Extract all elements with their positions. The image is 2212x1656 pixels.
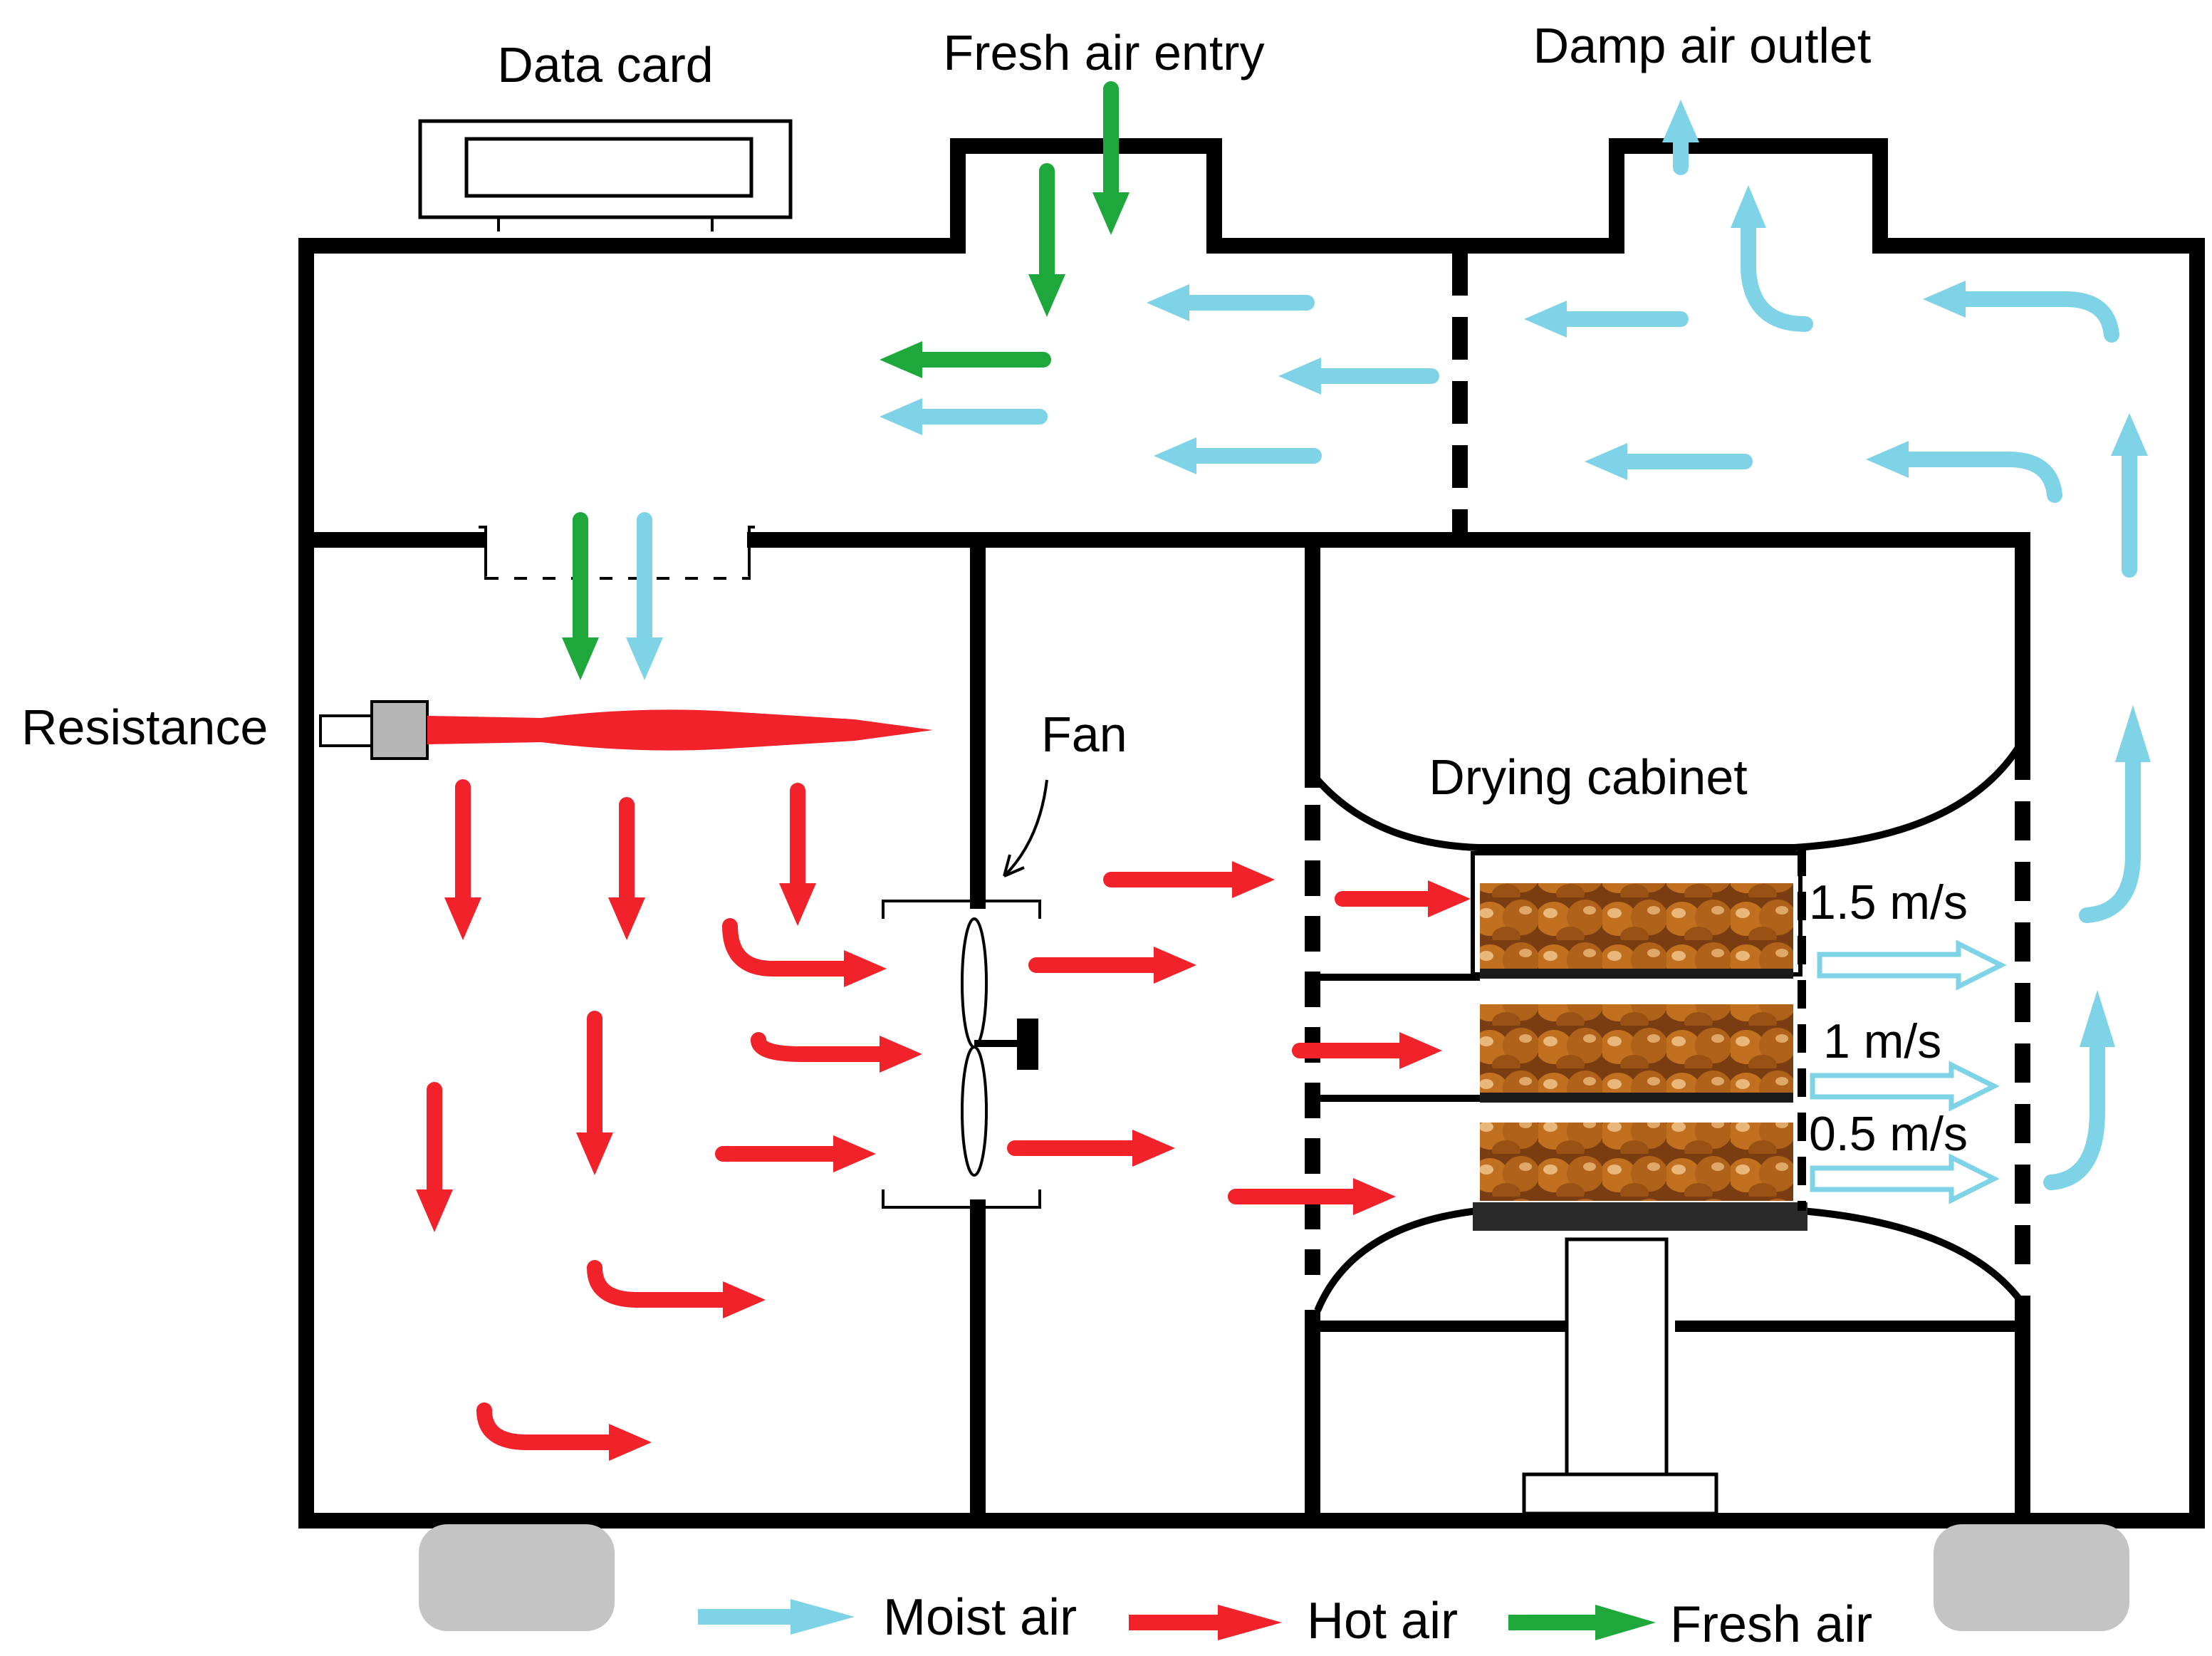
moist-air-arrow <box>2079 740 2141 923</box>
hot-air-arrow-head <box>416 1189 453 1232</box>
hot-air-arrow <box>751 1032 902 1062</box>
legend: Moist air Hot air Fresh air <box>698 1589 1872 1653</box>
intake-duct <box>479 526 755 580</box>
hot-air-arrow-head <box>1132 1130 1175 1167</box>
hot-air-arrow-head <box>1154 947 1196 984</box>
moist-air-arrow-head <box>1585 443 1627 480</box>
data-card-label: Data card <box>497 37 713 93</box>
fresh-air-arrow-head <box>1092 192 1130 235</box>
housing-foot <box>1934 1524 2129 1631</box>
housing-outline <box>298 138 2205 1529</box>
moist-air-arrow-head <box>1866 441 1909 478</box>
fresh-air-arrow-head <box>880 341 922 378</box>
legend-label: Moist air <box>883 1589 1077 1646</box>
hot-air-arrow <box>587 1260 745 1308</box>
moist-air-arrow <box>1741 206 1813 332</box>
heating-resistance-icon <box>319 700 933 760</box>
fan-label: Fan <box>1041 707 1127 762</box>
legend-fresh-air-swatch <box>1508 1605 1656 1640</box>
moist-air-arrow-head <box>2080 990 2115 1047</box>
moist-air-arrow <box>1944 291 2119 343</box>
hot-air-arrow-head <box>1428 880 1471 917</box>
hot-air-arrow-head <box>844 950 887 987</box>
resistance-label: Resistance <box>21 699 268 755</box>
hot-air-arrow-head <box>779 883 816 926</box>
legend-label: Fresh air <box>1670 1596 1872 1653</box>
fan-icon <box>882 779 1048 1209</box>
moist-air-arrow-head <box>2111 413 2148 456</box>
speed-bottom-label: 0.5 m/s <box>1809 1107 1968 1161</box>
moist-air-arrow-head <box>626 637 663 680</box>
moist-air-arrows <box>626 100 2151 1190</box>
hazelnut-tray-icon <box>1471 851 1807 1231</box>
hot-air-arrow-head <box>1232 861 1275 898</box>
hot-air-arrow-head <box>880 1036 922 1073</box>
drying-cabinet-label: Drying cabinet <box>1429 749 1747 805</box>
moist-air-arrow-head <box>1147 284 1189 321</box>
hot-air-arrow-head <box>1353 1178 1396 1215</box>
data-card-icon <box>418 119 793 231</box>
damp-air-outlet-label: Damp air outlet <box>1533 18 1872 73</box>
hot-air-arrow-head <box>444 897 481 940</box>
moist-air-arrow-head <box>1278 358 1321 395</box>
moist-air-arrow <box>1887 452 2062 503</box>
fresh-air-arrows <box>562 81 1130 680</box>
housing-foot <box>419 1524 615 1631</box>
fresh-air-arrow-head <box>1028 274 1065 317</box>
fresh-air-entry-label: Fresh air entry <box>943 25 1264 80</box>
hot-air-arrow-head <box>608 897 645 940</box>
legend-label: Hot air <box>1307 1593 1458 1650</box>
hot-air-arrow-head <box>609 1424 652 1461</box>
hot-air-arrow-head <box>723 1281 766 1318</box>
hot-air-arrow-head <box>576 1132 613 1175</box>
moist-air-arrow <box>2043 1025 2105 1190</box>
hot-air-arrow <box>722 918 866 977</box>
moist-air-arrow-head <box>1923 281 1966 318</box>
moist-air-arrow-head <box>1662 100 1699 142</box>
cabinet-top-hood <box>1315 739 2026 851</box>
moist-air-arrow-head <box>1524 301 1567 338</box>
hot-air-arrow-head <box>833 1135 876 1172</box>
cabinet-pedestal <box>1565 1237 1669 1477</box>
moist-air-arrow-head <box>2115 705 2151 762</box>
speed-top-label: 1.5 m/s <box>1809 875 1968 929</box>
speed-mid-label: 1 m/s <box>1823 1014 1941 1068</box>
hot-air-arrow-head <box>1399 1032 1442 1069</box>
hot-air-arrow <box>476 1402 631 1450</box>
legend-moist-air-swatch <box>698 1599 855 1635</box>
moist-air-arrow-head <box>1731 185 1766 228</box>
airflow-speed-arrows <box>1810 939 2007 1204</box>
fresh-air-arrow-head <box>562 637 599 680</box>
hot-air-arrows <box>416 779 1471 1461</box>
legend-hot-air-swatch <box>1129 1605 1282 1640</box>
moist-air-arrow-head <box>880 398 922 435</box>
cabinet-pedestal-base <box>1522 1472 1718 1516</box>
moist-air-arrow-head <box>1154 437 1196 474</box>
